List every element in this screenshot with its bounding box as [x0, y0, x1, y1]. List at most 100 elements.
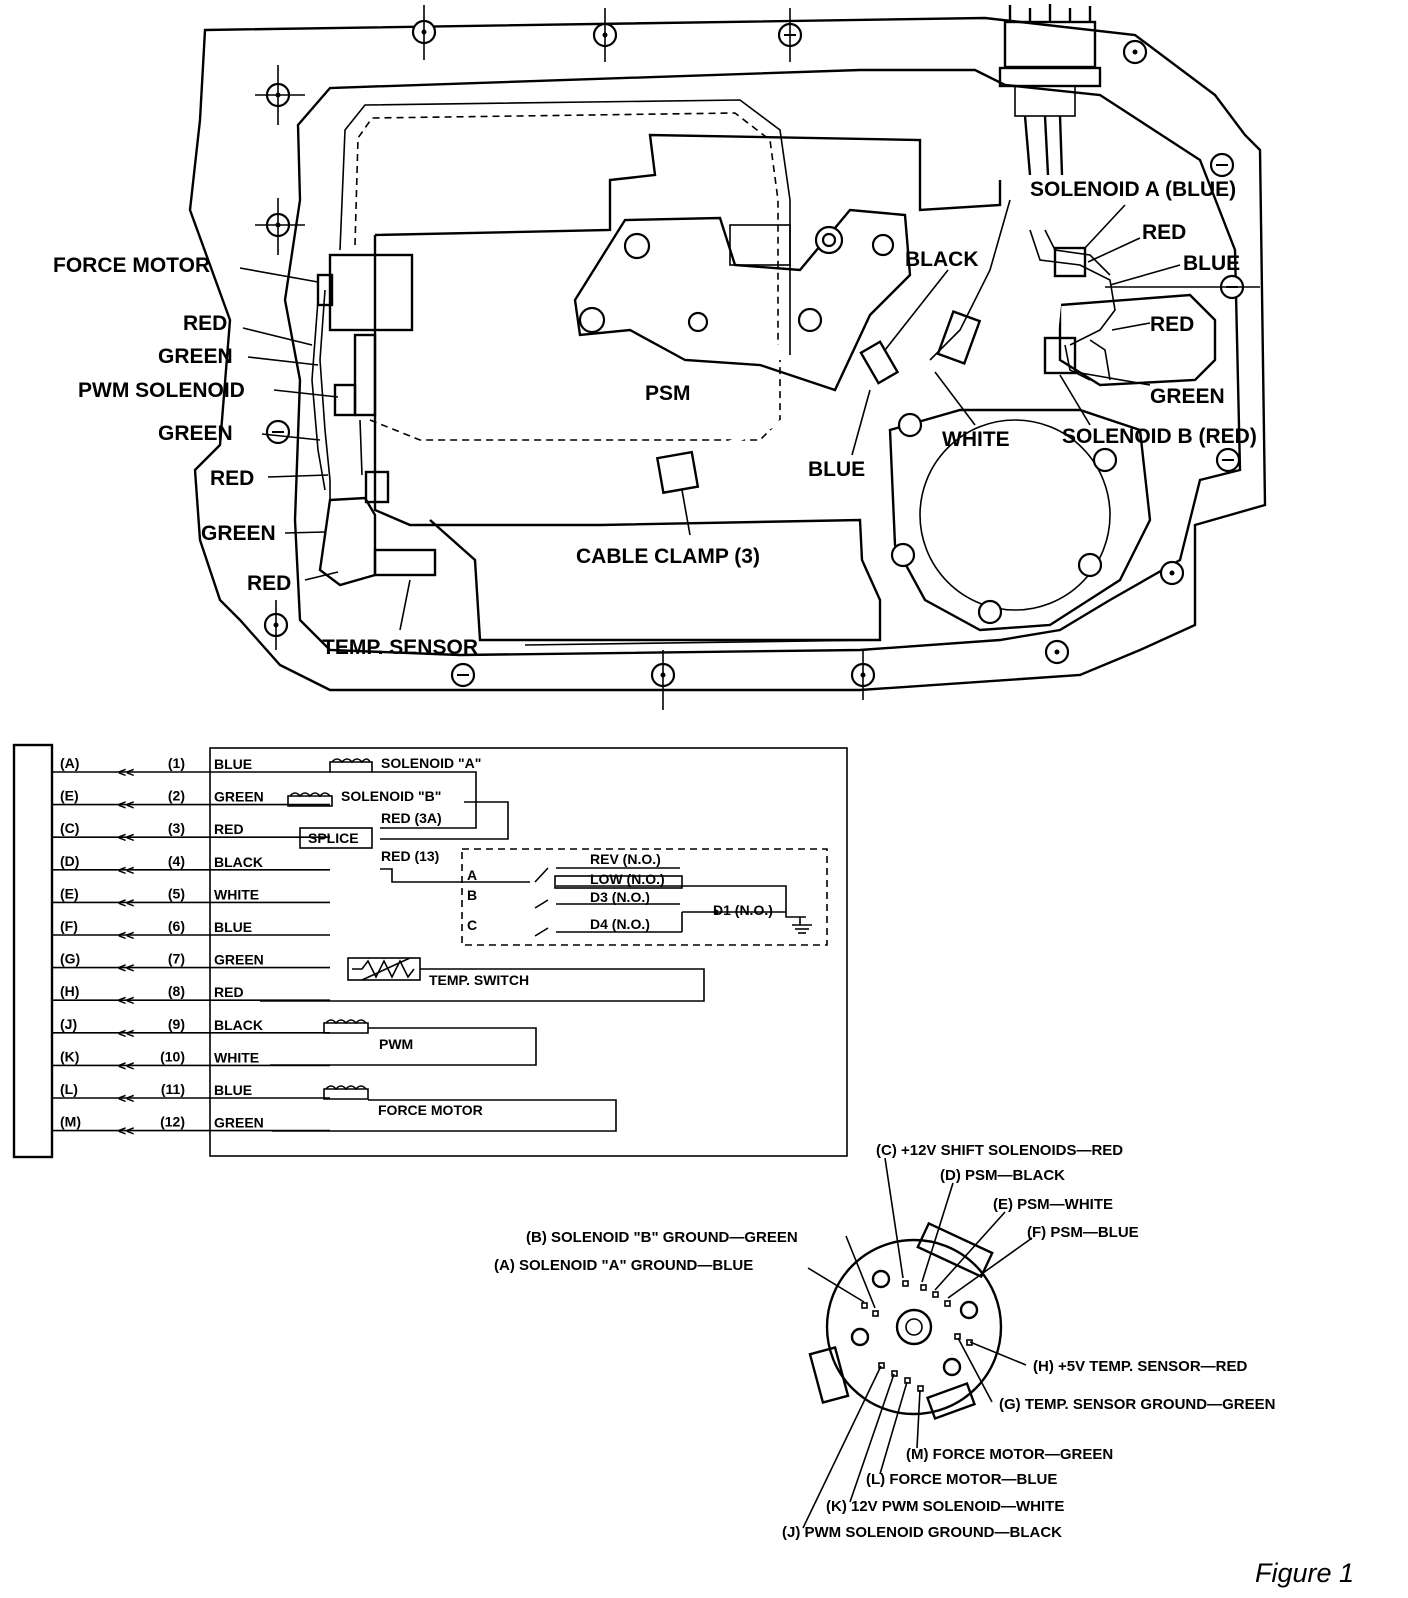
connector-face — [825, 1238, 1003, 1416]
row-number: (6) — [168, 918, 185, 934]
servo-bolt — [1092, 447, 1118, 473]
row-arrow: << — [118, 797, 134, 813]
label-pwm-solenoid: PWM SOLENOID — [78, 379, 245, 402]
junction-dot — [713, 909, 719, 915]
row-wire-color: BLUE — [214, 1082, 252, 1098]
pwm-solenoid-body — [353, 333, 377, 417]
psm-bolt — [687, 311, 709, 333]
row-pin-label: (E) — [60, 788, 79, 804]
connector-key — [925, 1381, 977, 1421]
low-label: LOW (N.O.) — [590, 871, 665, 887]
label-temp-sensor: TEMP. SENSOR — [322, 636, 478, 659]
row-number: (5) — [168, 885, 185, 901]
wire-solenoid-b — [380, 801, 509, 840]
connector-post — [850, 1327, 870, 1347]
row-wire-color: GREEN — [214, 789, 264, 805]
pin-g-label: (G) TEMP. SENSOR GROUND—GREEN — [999, 1396, 1275, 1413]
row-number: (11) — [161, 1081, 185, 1097]
valve-body-block — [373, 235, 882, 642]
label-blue: BLUE — [808, 458, 865, 481]
splice-label: SPLICE — [308, 830, 359, 846]
psm-bolt — [578, 306, 606, 334]
row-number: (3) — [168, 820, 185, 836]
psm-slot — [729, 224, 791, 266]
connector-post — [871, 1269, 891, 1289]
row-number: (9) — [168, 1016, 185, 1032]
pin-j-label: (J) PWM SOLENOID GROUND—BLACK — [782, 1524, 1062, 1541]
row-pin-label: (A) — [60, 755, 79, 771]
harness-connector — [998, 4, 1102, 176]
connector-key — [808, 1346, 850, 1404]
pin-h-label: (H) +5V TEMP. SENSOR—RED — [1033, 1358, 1248, 1375]
row-pin-label: (F) — [60, 918, 78, 934]
servo-bolt — [1077, 552, 1103, 578]
pan-bolts — [263, 19, 1245, 688]
wire-red-13 — [380, 868, 530, 883]
schematic-rows: (A)<<(1)BLUE(E)<<(2)GREEN(C)<<(3)RED(D)<… — [52, 755, 330, 1139]
psm-switch-box — [461, 848, 828, 946]
row-arrow: << — [118, 862, 134, 878]
row-wire-color: BLUE — [214, 919, 252, 935]
servo-bolt — [977, 599, 1003, 625]
row-wire-color: BLUE — [214, 756, 252, 772]
switch-a-label: A — [467, 867, 477, 883]
row-number: (1) — [168, 755, 185, 771]
row-pin-label: (L) — [60, 1081, 78, 1097]
passage-outline-dashed — [354, 112, 779, 345]
switch-c-label: C — [467, 917, 477, 933]
row-number: (4) — [168, 853, 185, 869]
thermistor-zigzag — [352, 959, 415, 979]
leader-lines — [239, 204, 1181, 646]
harness-right-wires — [929, 199, 1116, 381]
temp-sensor-body — [318, 496, 377, 587]
pwm-solenoid-tab — [333, 383, 357, 417]
label-red: RED — [1150, 313, 1194, 336]
servo-cover — [888, 408, 1152, 632]
servo-bore — [919, 419, 1111, 611]
row-arrow: << — [118, 1025, 134, 1041]
row-arrow: << — [118, 992, 134, 1008]
wire-force-motor — [272, 1099, 617, 1132]
label-green: GREEN — [201, 522, 276, 545]
force-motor-body — [328, 253, 414, 332]
pwm-coil — [323, 1019, 369, 1034]
row-number: (10) — [160, 1048, 185, 1064]
connector-key — [916, 1221, 994, 1279]
row-wire-color: GREEN — [214, 952, 264, 968]
thermistor-arrow — [361, 957, 411, 981]
row-pin-label: (C) — [60, 820, 79, 836]
pin-k-label: (K) 12V PWM SOLENOID—WHITE — [826, 1498, 1064, 1515]
row-arrow: << — [118, 829, 134, 845]
psm-bolt — [623, 232, 651, 260]
wiring-schematic: (A)<<(1)BLUE(E)<<(2)GREEN(C)<<(3)RED(D)<… — [12, 743, 848, 1159]
pin-c-label: (C) +12V SHIFT SOLENOIDS—RED — [876, 1142, 1123, 1159]
rev-label: REV (N.O.) — [590, 851, 661, 867]
psm-connector — [936, 310, 982, 365]
switch-b-label: B — [467, 887, 477, 903]
red-13-label: RED (13) — [381, 848, 439, 864]
force-motor-tab — [316, 273, 334, 307]
row-arrow: << — [118, 927, 134, 943]
label-red: RED — [247, 572, 291, 595]
pin-m-label: (M) FORCE MOTOR—GREEN — [906, 1446, 1113, 1463]
pin-b-label: (B) SOLENOID "B" GROUND—GREEN — [526, 1229, 798, 1246]
psm-bolt — [871, 233, 895, 257]
harness-left-wires — [311, 289, 363, 500]
row-pin-label: (M) — [60, 1114, 81, 1130]
label-green: GREEN — [158, 422, 233, 445]
row-wire-color: BLACK — [214, 1017, 263, 1033]
row-arrow: << — [118, 1090, 134, 1106]
row-arrow: << — [118, 1057, 134, 1073]
label-solenoid-b: SOLENOID B (RED) — [1062, 425, 1257, 448]
psm-bolt — [797, 307, 823, 333]
pin-f-label: (F) PSM—BLUE — [1027, 1224, 1139, 1241]
centre-lines — [255, 5, 1260, 710]
cable-clamp — [655, 450, 700, 495]
pin-l-label: (L) FORCE MOTOR—BLUE — [866, 1471, 1057, 1488]
figure-caption: Figure 1 — [1255, 1558, 1354, 1588]
d4-label: D4 (N.O.) — [590, 916, 650, 932]
solenoid-b-body — [1043, 336, 1077, 375]
cable-clamp — [364, 470, 390, 504]
wire-temp-switch — [260, 968, 705, 1002]
